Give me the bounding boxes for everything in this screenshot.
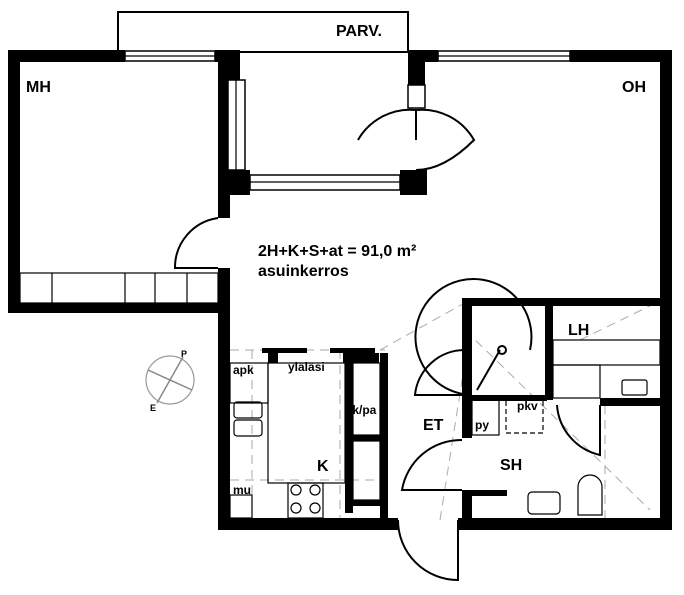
compass-north: P [181, 349, 187, 359]
fixture-washing-machine: pkv [517, 399, 538, 413]
room-label-closet: LH [568, 322, 589, 339]
dashed-lines [230, 299, 663, 521]
fixture-dishwasher: apk [233, 363, 254, 377]
balcony [117, 11, 409, 53]
room-label-bathroom: SH [500, 457, 522, 474]
doors [173, 108, 601, 582]
fixture-fridge-freezer: jk/pa [348, 403, 377, 417]
compass-east: E [150, 403, 156, 413]
floor-label: asuinkerros [258, 263, 349, 280]
room-label-kitchen: K [317, 458, 329, 475]
compass: P E [145, 349, 195, 413]
room-label-bedroom: MH [26, 79, 51, 96]
kitchen-fixtures [229, 362, 381, 519]
plan-summary: 2H+K+S+at = 91,0 m² [258, 243, 416, 260]
walls [8, 50, 672, 530]
fixture-laundry-basket: py [475, 418, 489, 432]
fixture-microwave: mu [233, 483, 251, 497]
wardrobe [19, 272, 219, 304]
room-label-living: OH [622, 79, 646, 96]
bathroom-fixtures [471, 339, 661, 516]
windows [124, 50, 571, 191]
room-label-hall: ET [423, 417, 444, 434]
fixture-upper-cabinet: yläläsi [288, 360, 325, 374]
room-label-balcony: PARV. [336, 23, 382, 40]
